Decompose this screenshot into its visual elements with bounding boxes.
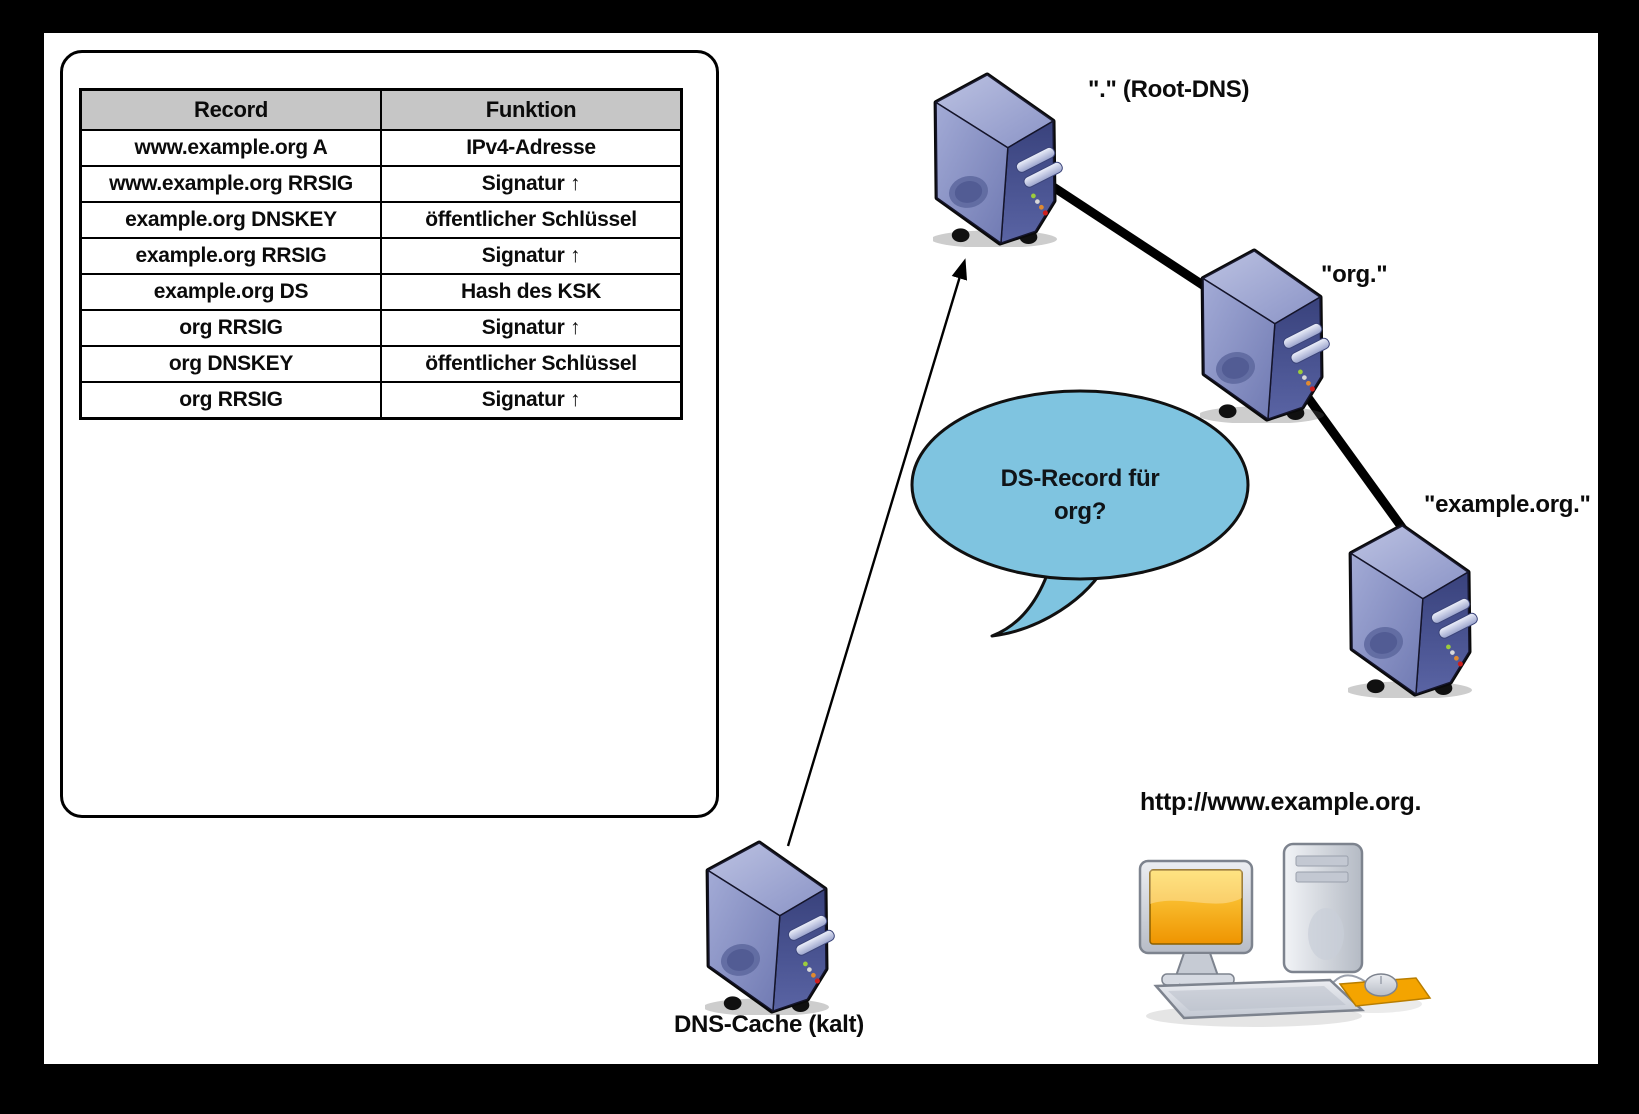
speech-bubble-text: DS-Record für org? bbox=[920, 462, 1240, 528]
root-dns-label: "." (Root-DNS) bbox=[1088, 76, 1250, 103]
speech-bubble bbox=[910, 389, 1250, 638]
record-cell: org RRSIG bbox=[79, 381, 382, 420]
link-org-to-example bbox=[1292, 378, 1410, 536]
query-arrow bbox=[786, 258, 968, 847]
client-url-label: http://www.example.org. bbox=[1140, 788, 1422, 816]
funktion-cell: IPv4-Adresse bbox=[380, 129, 683, 167]
example-dns-label: "example.org." bbox=[1424, 491, 1591, 518]
example-dns-server-icon bbox=[1346, 526, 1479, 699]
funktion-cell: öffentlicher Schlüssel bbox=[380, 201, 683, 239]
client-computer-icon bbox=[1138, 842, 1432, 1027]
funktion-cell: öffentlicher Schlüssel bbox=[380, 345, 683, 383]
record-cell: example.org DS bbox=[79, 273, 382, 311]
funktion-cell: Signatur ↑ bbox=[380, 237, 683, 275]
funktion-cell: Hash des KSK bbox=[380, 273, 683, 311]
funktion-cell: Signatur ↑ bbox=[380, 381, 683, 420]
record-cell: org RRSIG bbox=[79, 309, 382, 347]
table-header-row: Record Funktion bbox=[79, 88, 683, 131]
org-dns-label: "org." bbox=[1321, 261, 1388, 288]
speech-bubble-line1: DS-Record für bbox=[1000, 465, 1160, 492]
link-root-to-org bbox=[1026, 167, 1227, 303]
root-dns-server-icon bbox=[931, 75, 1064, 248]
dns-cache-server-icon bbox=[703, 843, 836, 1016]
table-header-record: Record bbox=[79, 88, 382, 131]
record-cell: www.example.org A bbox=[79, 129, 382, 167]
dns-cache-label: DNS-Cache (kalt) bbox=[674, 1011, 864, 1038]
diagram-graphics bbox=[44, 33, 1598, 1027]
computer-mouse bbox=[1364, 973, 1398, 997]
record-cell: example.org DNSKEY bbox=[79, 201, 382, 239]
speech-bubble-body bbox=[910, 389, 1250, 581]
record-cell: org DNSKEY bbox=[79, 345, 382, 383]
funktion-cell: Signatur ↑ bbox=[380, 309, 683, 347]
speech-bubble-line2: org? bbox=[1053, 498, 1107, 525]
table-header-funktion: Funktion bbox=[380, 88, 683, 131]
record-cell: example.org RRSIG bbox=[79, 237, 382, 275]
funktion-cell: Signatur ↑ bbox=[380, 165, 683, 203]
record-cell: www.example.org RRSIG bbox=[79, 165, 382, 203]
